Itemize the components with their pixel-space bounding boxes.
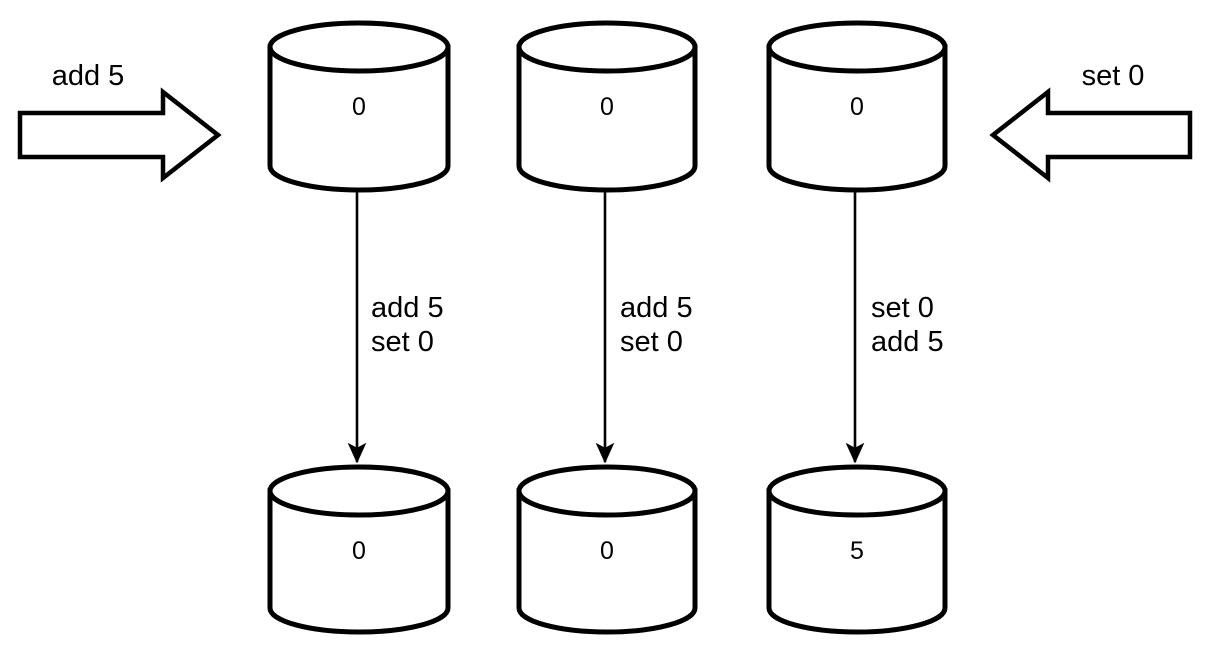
replica-2-value-before: 0: [600, 93, 614, 121]
replica-2-op-order-line-2: set 0: [620, 326, 683, 358]
replica-1-value-after: 0: [352, 537, 366, 565]
replica-3-op-order-line-1: set 0: [871, 292, 934, 324]
replica-2-cylinder-after: [516, 464, 698, 635]
replica-3-cylinder-before: [766, 20, 948, 193]
replica-2-cylinder-before: [516, 20, 698, 193]
replica-2-value-after: 0: [600, 537, 614, 565]
replica-1-cylinder-before: [267, 20, 451, 193]
replica-3-value-before: 0: [850, 93, 864, 121]
external-arrow-add-5: [17, 87, 222, 183]
external-arrow-set-0: [989, 87, 1193, 183]
replica-1-op-order-line-2: set 0: [371, 326, 434, 358]
replica-1-value-before: 0: [352, 93, 366, 121]
replica-3-op-order-line-2: add 5: [871, 326, 944, 358]
replica-2-op-order-line-1: add 5: [620, 292, 693, 324]
replica-1-op-order-line-1: add 5: [371, 292, 444, 324]
replica-3-cylinder-after: [766, 464, 948, 635]
replica-1-cylinder-after: [267, 464, 451, 635]
replica-3-value-after: 5: [850, 537, 864, 565]
external-arrow-add-5-label: add 5: [51, 60, 125, 92]
external-arrow-set-0-label: set 0: [1081, 60, 1145, 92]
